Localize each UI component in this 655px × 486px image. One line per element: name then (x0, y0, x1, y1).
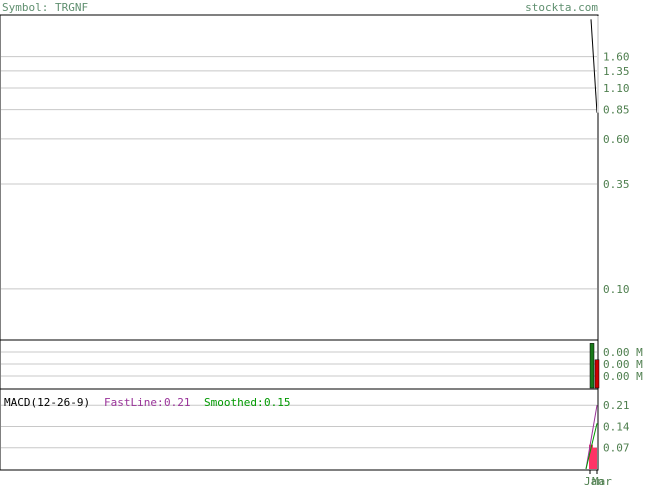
smoothed-line (585, 423, 598, 470)
price-tick-label: 0.35 (603, 178, 630, 191)
volume-bars (589, 343, 600, 389)
macd-tick-label: 0.21 (603, 399, 630, 412)
price-tick-label: 1.60 (603, 51, 630, 64)
macd-axis-ticks: 0.21 0.14 0.07 (603, 399, 630, 455)
volume-bar (594, 359, 600, 389)
macd-histogram-bar (593, 447, 597, 469)
fast-line-value: 0.21 (164, 396, 191, 409)
price-series (590, 16, 599, 113)
macd-tick-label: 0.14 (603, 420, 630, 433)
macd-title: MACD(12-26-9) (4, 396, 90, 409)
macd-tick-label: 0.07 (603, 442, 630, 455)
macd-histogram (589, 444, 597, 469)
macd-grid (1, 404, 597, 449)
fast-line (585, 405, 598, 470)
price-grid (1, 56, 597, 290)
macd-panel-frame (0, 388, 599, 471)
symbol-label: Symbol: TRGNF (2, 1, 88, 14)
x-tick-label: Jan (584, 475, 604, 486)
price-axis-ticks: 1.601.35 1.10 0.85 0.60 0.35 0.10 (603, 51, 630, 296)
macd-series (585, 405, 598, 470)
volume-bar (589, 343, 595, 389)
price-tick-label: 1.10 (603, 82, 630, 95)
volume-axis-ticks: 0.00 M0.00 M0.00 M (603, 346, 643, 383)
price-line (590, 19, 598, 113)
price-tick-label: 0.85 (603, 104, 630, 117)
x-tick-label: Mar (592, 475, 612, 486)
fast-line-label: FastLine: (104, 396, 164, 409)
price-tick-label: 0.60 (603, 133, 630, 146)
price-tick-label: 1.35 (603, 65, 630, 78)
volume-tick-label: 0.00 M (603, 358, 643, 371)
volume-tick-label: 0.00 M (603, 370, 643, 383)
smoothed-value: 0.15 (264, 396, 291, 409)
price-tick-label: 0.10 (603, 283, 630, 296)
site-name: stockta.com (525, 1, 598, 14)
smoothed-label: Smoothed: (204, 396, 264, 409)
macd-histogram-bar (589, 444, 593, 469)
volume-tick-label: 0.00 M (603, 346, 643, 359)
price-panel-frame (0, 14, 599, 341)
volume-grid (1, 351, 597, 377)
